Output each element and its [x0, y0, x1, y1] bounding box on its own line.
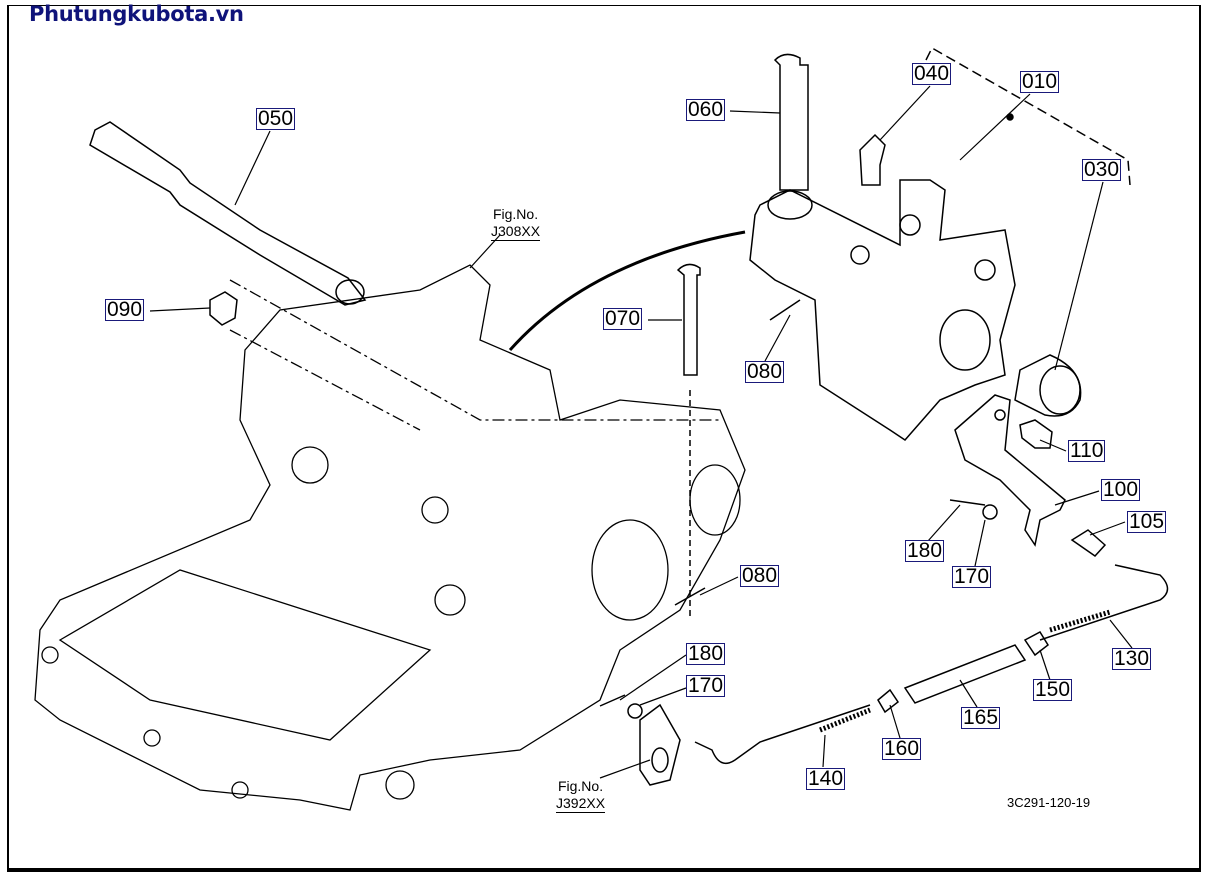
nut-150: [1023, 631, 1049, 657]
fig-ref-number: J308XX: [491, 223, 541, 241]
callout-170b[interactable]: 170: [686, 674, 726, 697]
callout-105[interactable]: 105: [1127, 510, 1167, 533]
callout-165[interactable]: 165: [961, 706, 1001, 729]
callout-040[interactable]: 040: [912, 62, 952, 85]
turnbuckle-165: [903, 644, 1027, 704]
rod-130: [1039, 564, 1169, 641]
callout-010[interactable]: 010: [1020, 70, 1060, 93]
callout-050[interactable]: 050: [256, 107, 296, 130]
fig-ref-title: Fig.No.: [557, 778, 604, 794]
callout-140[interactable]: 140: [806, 767, 846, 790]
shaft-050: [89, 121, 367, 306]
fig-ref-j308xx[interactable]: Fig.No. J308XX: [491, 206, 541, 241]
callout-080[interactable]: 080: [745, 360, 785, 383]
callout-080b[interactable]: 080: [740, 564, 780, 587]
cotter-pins: [599, 299, 986, 707]
leader-lines: [149, 85, 1133, 779]
fig-ref-title: Fig.No.: [492, 206, 539, 222]
rod-140: [694, 704, 871, 765]
callout-070[interactable]: 070: [603, 307, 643, 330]
callout-090[interactable]: 090: [105, 298, 145, 321]
callout-110[interactable]: 110: [1068, 439, 1106, 462]
washers: [627, 504, 998, 719]
grease-fitting-040: [859, 133, 886, 186]
diagram-frame: [7, 5, 1201, 872]
fig-ref-number: J392XX: [556, 795, 606, 813]
brand-watermark: Phutungkubota.vn: [29, 2, 244, 26]
pin-070: [676, 263, 701, 376]
collar-105: [1070, 529, 1107, 557]
callout-030[interactable]: 030: [1082, 158, 1122, 181]
pin-060: [773, 53, 809, 191]
callout-130[interactable]: 130: [1112, 647, 1152, 670]
diagram-code: 3C291-120-19: [1007, 795, 1091, 810]
callout-180[interactable]: 180: [905, 539, 945, 562]
reference-arrow: [508, 230, 746, 351]
lever-100: [954, 394, 1066, 547]
clevis-plate: [639, 703, 681, 786]
callout-160[interactable]: 160: [882, 737, 922, 760]
assembly-bracket: [925, 46, 1131, 186]
callout-180b[interactable]: 180: [686, 642, 726, 665]
nut-160: [877, 688, 900, 714]
fig-ref-j392xx[interactable]: Fig.No. J392XX: [556, 778, 606, 813]
callout-150[interactable]: 150: [1033, 678, 1073, 701]
bolt-110: [1019, 419, 1053, 449]
valve-block-010: [749, 179, 1016, 441]
grease-fitting-090: [209, 291, 238, 326]
hydraulic-housing: [34, 264, 746, 811]
callout-060[interactable]: 060: [686, 98, 726, 121]
callout-100[interactable]: 100: [1101, 478, 1141, 501]
callout-170[interactable]: 170: [952, 565, 992, 588]
bushing-030: [1014, 354, 1082, 417]
